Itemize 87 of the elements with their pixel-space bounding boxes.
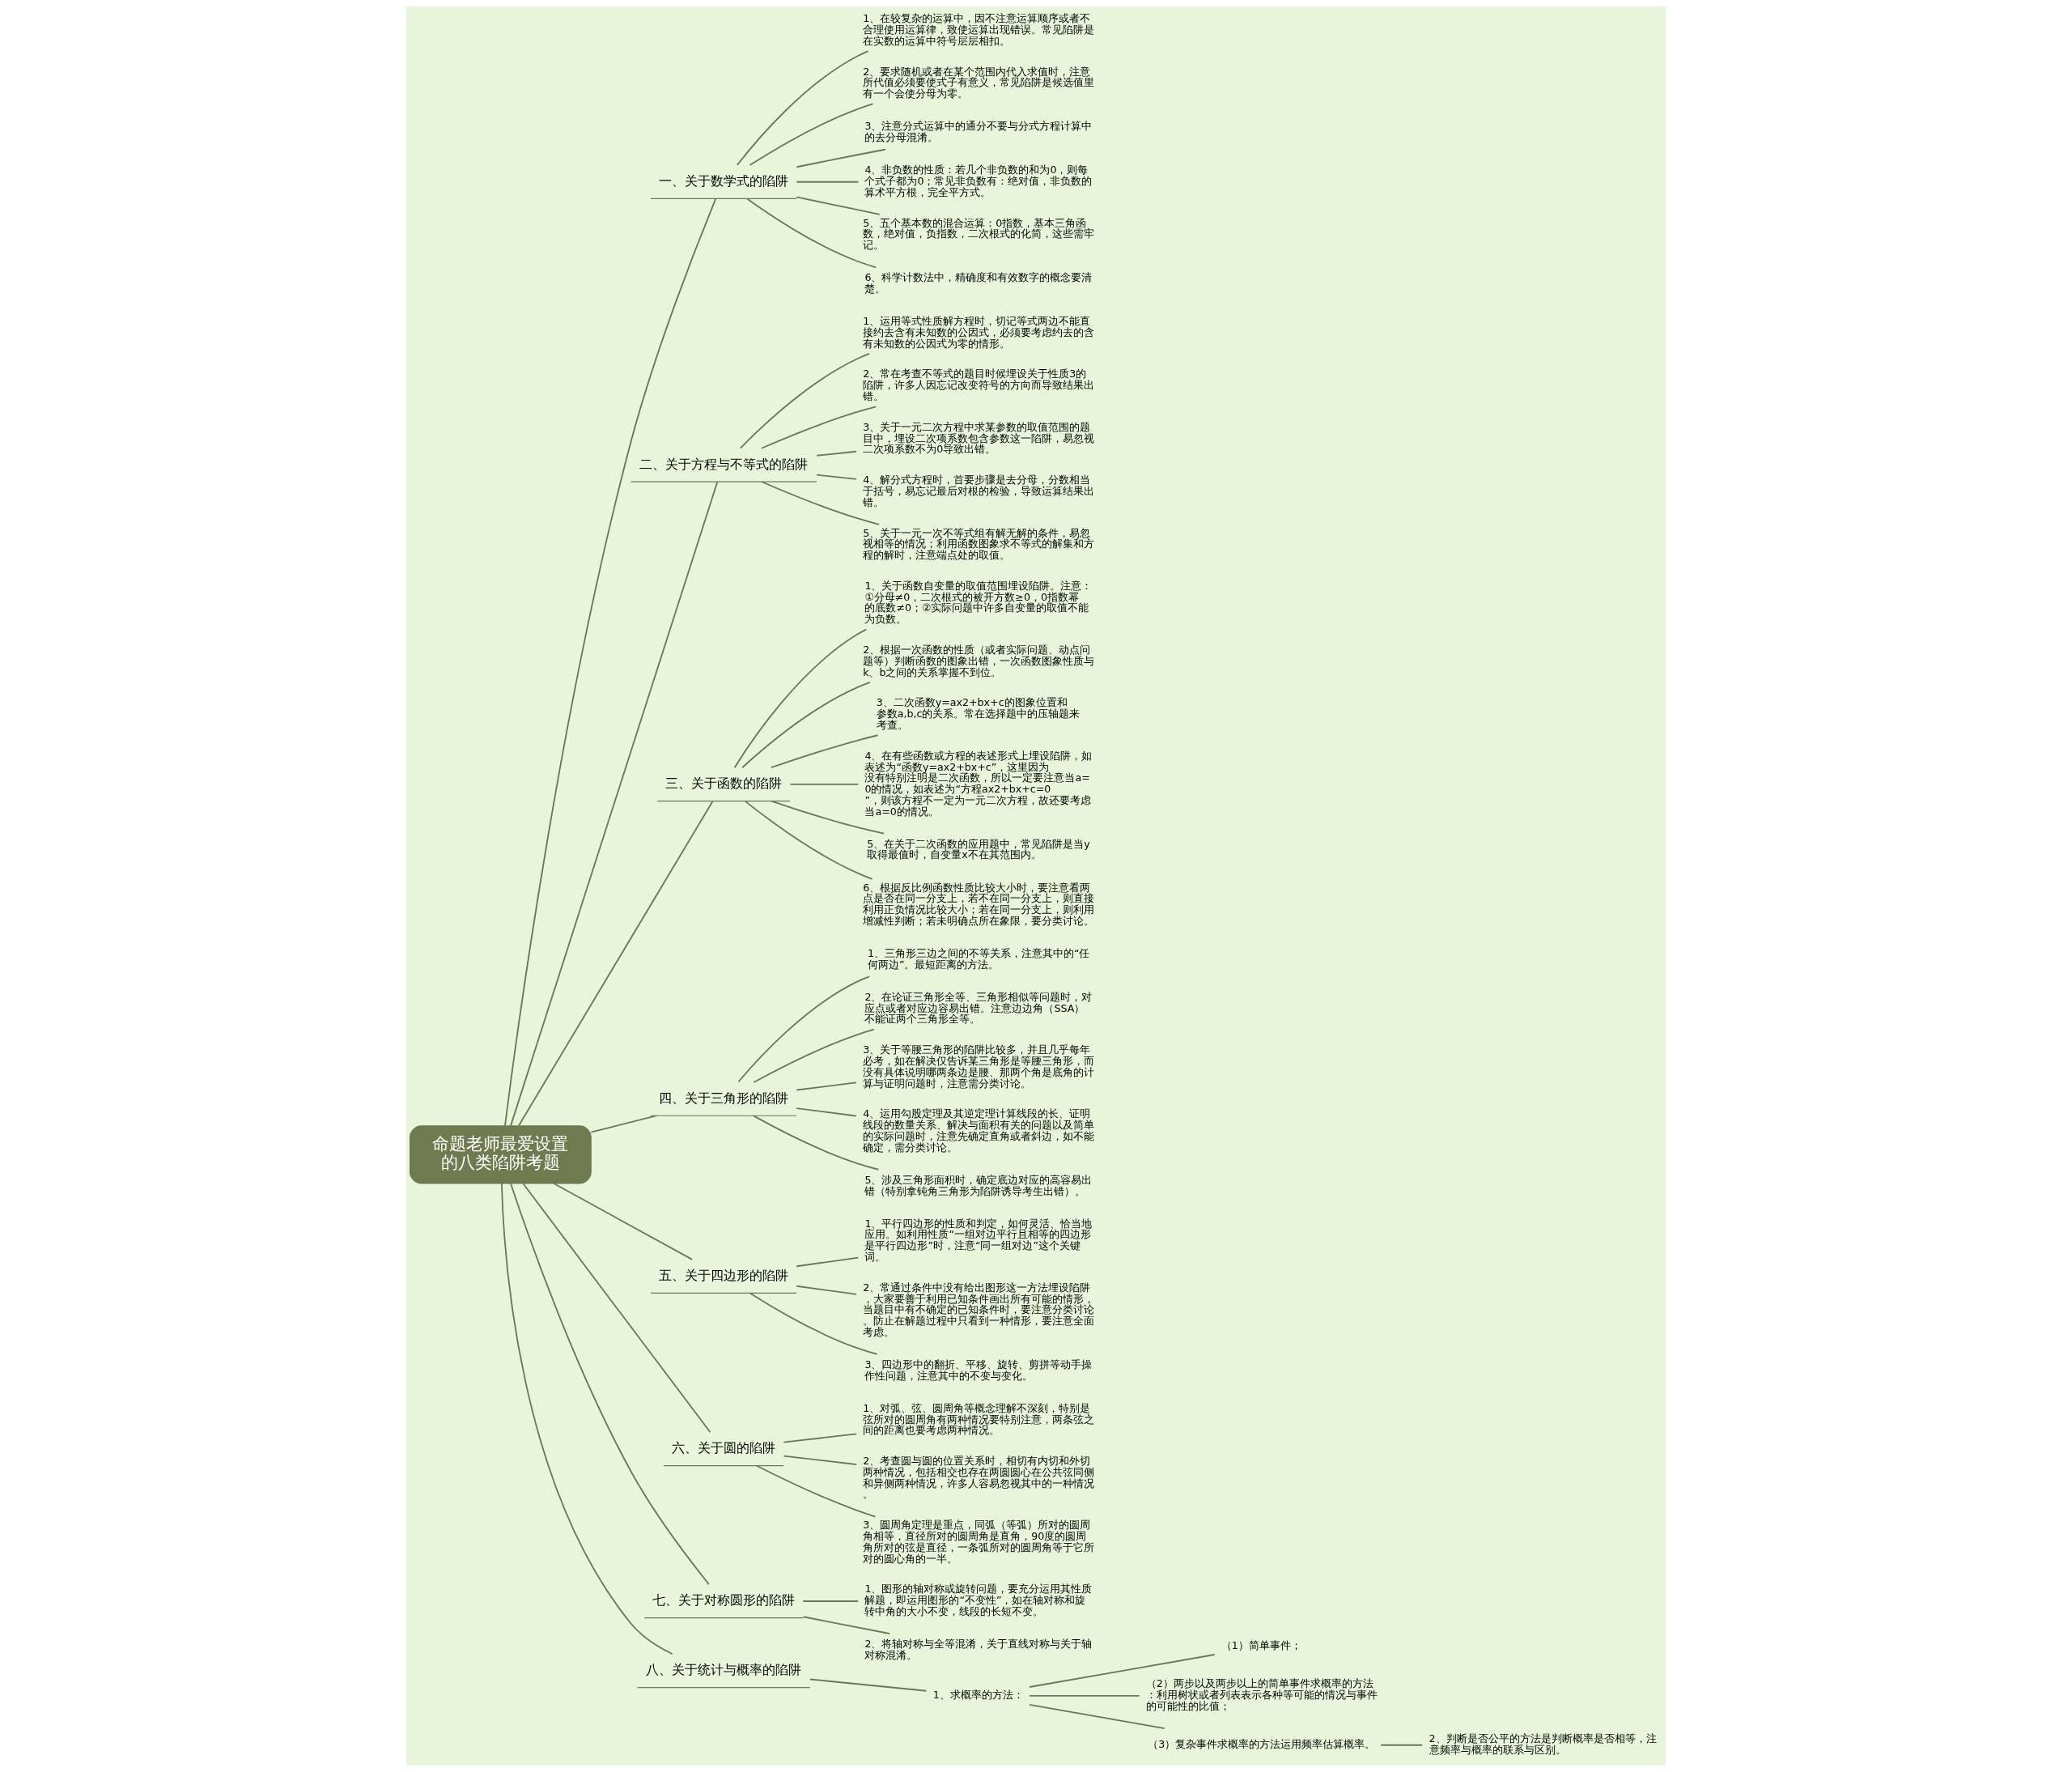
connector xyxy=(744,801,873,880)
connector xyxy=(518,801,714,1127)
connector xyxy=(746,198,877,269)
connector xyxy=(796,148,886,168)
connector xyxy=(796,1256,860,1268)
node-text: 3、关于等腰三角形的陷阱比较多，并且几乎每年必考，如在解决仅告诉某三角形是等腰三角形，而没有具体说明哪两条边是腰、那两个角是底角的计算与证明问题时，注意需分类讨论。 xyxy=(863,1043,1095,1090)
node-text: 三、关于函数的陷阱 xyxy=(665,776,783,792)
node-text: 2、将轴对称与全等混淆，关于直线对称与关于轴对称混淆。 xyxy=(864,1638,1093,1661)
connector xyxy=(749,103,874,166)
node-text: 5、涉及三角形面积时，确定底边对应的高容易出错（特别拿钝角三角形为陷阱诱导考生出错）。 xyxy=(864,1173,1093,1197)
connector xyxy=(753,1028,875,1083)
node-text: 1、关于函数自变量的取值范围埋设陷阱。注意：①分母≠0，二次根式的被开方数≥0，0指数幂的底数≠0；②实际问题中许多自变量的取值不能为负数。 xyxy=(864,579,1093,626)
node-text: 4、解分式方程时，首要步骤是去分母，分数相当于括号，易忘记最后对根的检验，导致运算结果出错。 xyxy=(863,474,1095,508)
node-text: 6、根据反比例函数性质比较大小时，要注意看两点是否在同一分支上，若不在同一分支上，则直接利用正负情况比较大小；若在同一分支上，则利用增减性判断；若未明确点所在象限，要分类讨论。 xyxy=(863,881,1095,927)
node-text: 2、在论证三角形全等、三角形相似等问题时，对应点或者对应边容易出错。注意边边角（SSA）不能证两个三角形全等。 xyxy=(864,990,1093,1026)
node-text: 3、注意分式运算中的通分不要与分式方程计算中的去分母混淆。 xyxy=(864,120,1093,144)
node-text: 1、三角形三边之间的不等关系，注意其中的“任何两边”。最短距离的方法。 xyxy=(867,946,1090,971)
connector xyxy=(760,406,877,449)
node-text: 1、运用等式性质解方程时，切记等式两边不能直接约去含有未知数的公因式，必须要考虑约去的含有未知数的公因式为零的情形。 xyxy=(863,315,1095,350)
node-text: 5、在关于二次函数的应用题中，常见陷阱是当y取得最值时，自变量x不在其范围内。 xyxy=(867,837,1090,861)
node-text: 5、关于一元一次不等式组有解无解的条件，易忽视相等的情况；利用函数图象求不等式的解集和方程的解时，注意端点处的取值。 xyxy=(863,526,1095,562)
node-text: （1）简单事件； xyxy=(1221,1639,1301,1652)
node-text: 3、圆周角定理是重点，同弧（等弧）所对的圆周角相等，直径所对的圆周角是直角，90度的圆周角所对的弦是直径，一条弧所对的圆周角等于它所对的圆心角的一半。 xyxy=(863,1519,1095,1565)
node-text: 1、图形的轴对称或旋转问题，要充分运用其性质解题，即运用图形的“不变性”，如在轴对称和旋转中角的大小不变，线段的长短不变。 xyxy=(864,1583,1093,1617)
connector xyxy=(756,1464,877,1518)
connector xyxy=(739,353,870,449)
connector xyxy=(816,450,857,457)
node-text: 2、常在考查不等式的题目时候埋设关于性质3的陷阱，许多人因忘记改变符号的方向而导致结果出错。 xyxy=(863,368,1095,402)
connector xyxy=(796,181,860,183)
node-text: 4、非负数的性质：若几个非负数的和为0，则每个式子都为0；常见非负数有：绝对值，非负数的算术平方根，完全平方式。 xyxy=(864,164,1093,198)
node-text: 2、考查圆与圆的位置关系时，相切有内切和外切两种情况，包括相交也存在两圆圆心在公共弦同侧和异侧两种情况，许多人容易忽视其中的一种情况。 xyxy=(863,1455,1095,1501)
node-text: 2、根据一次函数的性质（或者实际问题、动点问题等）判断函数的图象出错，一次函数图象性质与k、b之间的关系掌握不到位。 xyxy=(863,644,1095,678)
connector xyxy=(510,1183,710,1586)
connector xyxy=(1029,1695,1140,1697)
connector xyxy=(770,734,879,769)
connector xyxy=(783,1455,857,1465)
node-box: 命题老师最爱设置的八类陷阱考题 xyxy=(410,1125,592,1184)
connector xyxy=(504,198,717,1127)
connector xyxy=(736,50,869,166)
node-text: 五、关于四边形的陷阱 xyxy=(659,1267,789,1283)
node-text: 1、对弧、弦、圆周角等概念理解不深刻，特别是弦所对的圆周角有两种情况要特别注意，两条弦之间的距离也要考虑两种情况。 xyxy=(863,1401,1095,1437)
node-text: 六、关于圆的陷阱 xyxy=(672,1440,776,1456)
node-text: 八、关于统计与概率的陷阱 xyxy=(646,1662,802,1678)
connector xyxy=(761,481,880,525)
node-text: （3）复杂事件求概率的方法运用频率估算概率。 xyxy=(1148,1737,1376,1750)
node-text: 2、常通过条件中没有给出图形这一方法埋设陷阱，大家要善于利用已知条件画出所有可能的情形，当题目中有不确定的已知条件时，要注意分类讨论。防止在解题过程中只看到一种情形，要注意全面考虑。 xyxy=(863,1281,1095,1338)
node-text: 1、平行四边形的性质和判定，如何灵活、恰当地应用。如利用性质“一组对边平行且相等的四边形是平行四边形”时，注意“同一组对边”这个关键词。 xyxy=(864,1217,1093,1263)
node-text: （2）两步以及两步以上的简单事件求概率的方法：利用树状或者列表表示各种等可能的情况与事件的可能性的比值； xyxy=(1145,1677,1378,1712)
connector xyxy=(522,1183,711,1434)
connector xyxy=(1029,1654,1216,1688)
node-text: 4、在有些函数或方程的表述形式上埋设陷阱，如表述为“函数y=ax2+bx+c”，这里因为没有特别注明是二次函数，所以一定要注意当a=0的情况，如表述为“方程ax2+bx+c=0”，则该方程不一定为一元二次方程，故还要考虑当a=0的情况。 xyxy=(864,749,1093,818)
connector xyxy=(783,1433,857,1443)
node-text: 6、科学计数法中，精确度和有效数字的概念要清楚。 xyxy=(864,271,1093,295)
node-text: 4、运用勾股定理及其逆定理计算线段的长、证明线段的数量关系、解决与面积有关的问题以及简单的实际问题时，注意先确定直角或者斜边，如不能确定，需分类讨论。 xyxy=(863,1107,1095,1154)
connector xyxy=(1380,1744,1423,1746)
node-text: 二、关于方程与不等式的陷阱 xyxy=(639,456,809,472)
connector xyxy=(741,682,871,769)
connector xyxy=(553,1183,694,1260)
connector xyxy=(733,628,868,769)
node-text: 一、关于数学式的陷阱 xyxy=(659,173,789,189)
connector xyxy=(771,800,885,835)
connector xyxy=(749,1292,878,1355)
node-text: 2、判断是否公平的方法是判断概率是否相等，注意频率与概率的联系与区别。 xyxy=(1429,1732,1657,1756)
connector xyxy=(809,1678,928,1692)
node-text: 3、二次函数y=ax2+bx+c的图象位置和参数a,b,c的关系。常在选择题中的压轴题来考查。 xyxy=(876,696,1081,731)
connector xyxy=(796,1107,857,1117)
node-text: 1、求概率的方法： xyxy=(932,1689,1024,1702)
connector xyxy=(737,975,870,1083)
connector xyxy=(500,1183,673,1655)
connector xyxy=(796,196,881,215)
connector xyxy=(1029,1703,1166,1729)
node-text: 3、四边形中的翻折、平移、旋转、剪拼等动手操作性问题，注意其中的不变与变化。 xyxy=(864,1358,1093,1382)
connector xyxy=(753,1115,880,1171)
node-text: 七、关于对称圆形的陷阱 xyxy=(652,1592,796,1608)
node-text: 1、在较复杂的运算中，因不注意运算顺序或者不合理使用运算律，致使运算出现错误。常见陷阱是在实数的运算中符号层层相扣。 xyxy=(863,12,1095,47)
connector xyxy=(796,1081,857,1091)
node-text: 2、要求随机或者在某个范围内代入求值时，注意所代值必须要使式子有意义，常见陷阱是候选值里有一个会使分母为零。 xyxy=(863,65,1095,100)
node-text: 3、关于一元二次方程中求某参数的取值范围的题目中，埋设二次项系数包含参数这一陷阱，易忽视二次项系数不为0导致出错。 xyxy=(863,420,1095,456)
connector xyxy=(796,1285,857,1295)
connector xyxy=(816,474,857,480)
node-text: 5、五个基本数的混合运算：0指数，基本三角函数，绝对值，负指数，二次根式的化简，这些需牢记。 xyxy=(863,216,1095,252)
connector xyxy=(510,481,719,1127)
connector xyxy=(590,1115,657,1133)
connector xyxy=(802,1616,891,1634)
connector xyxy=(802,1600,860,1602)
connector xyxy=(789,784,860,785)
node-text: 四、关于三角形的陷阱 xyxy=(659,1090,789,1106)
